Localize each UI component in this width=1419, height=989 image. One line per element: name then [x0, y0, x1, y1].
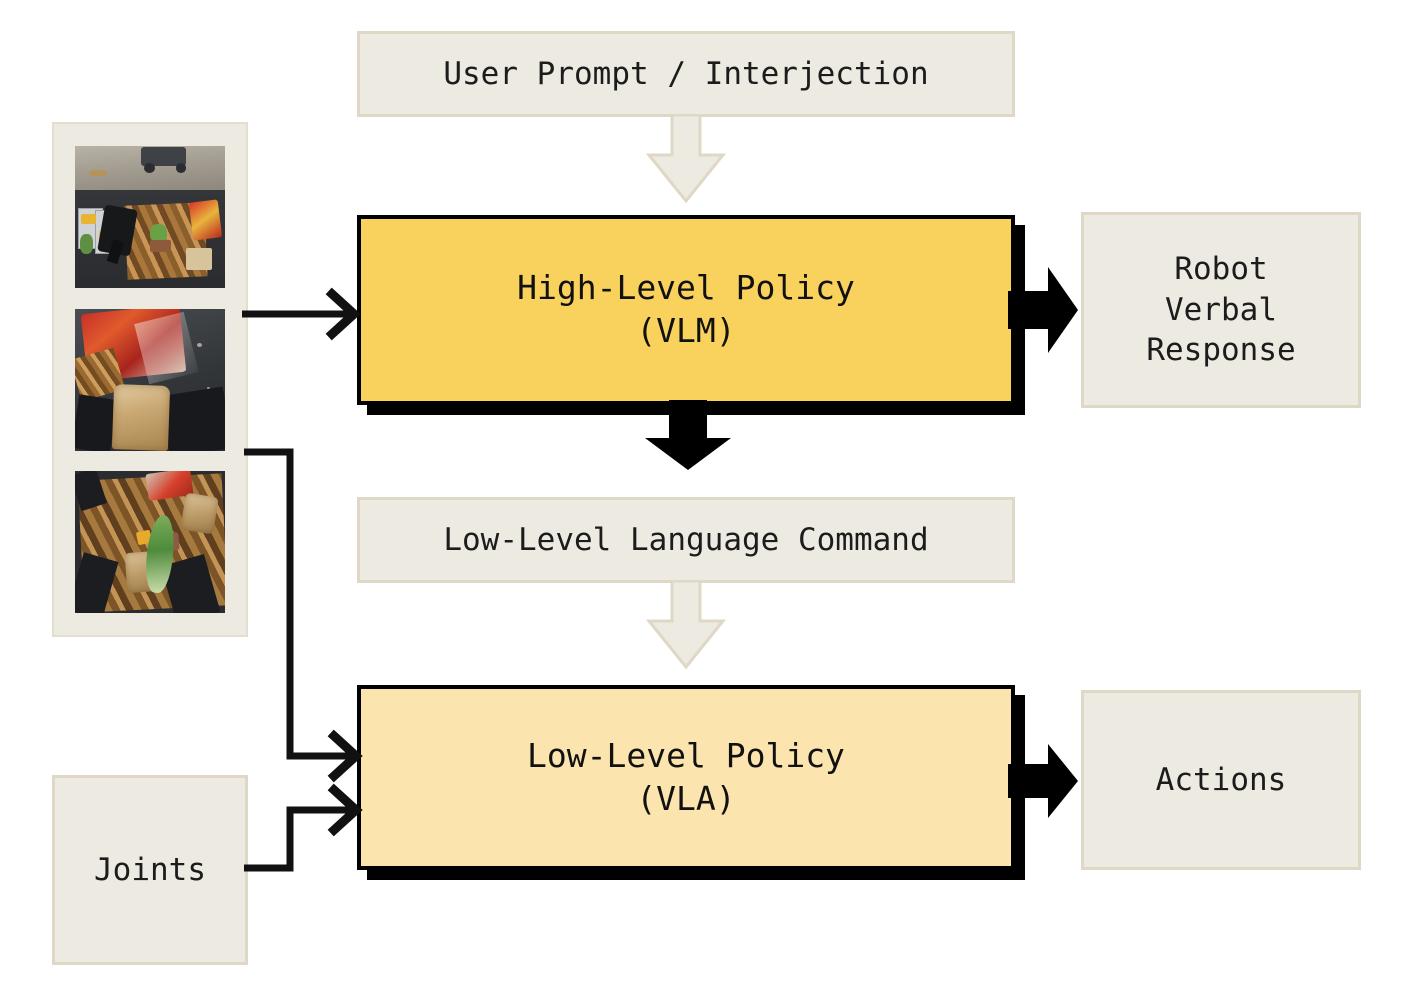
cart-wheel-right [175, 163, 186, 173]
camera-observation-strip [52, 122, 248, 637]
actions-label: Actions [1155, 761, 1287, 798]
actions-output-box: Actions [1081, 690, 1361, 870]
high-level-to-verbal-response-arrow [1008, 267, 1078, 353]
lettuce-piece [79, 234, 93, 254]
observations-to-high-level-connector [242, 287, 361, 341]
lettuce-on-board [150, 224, 167, 243]
chip-bag [188, 199, 222, 242]
low-level-to-actions-arrow [1008, 744, 1078, 818]
camera-frame-1 [75, 146, 225, 288]
low-level-policy-box: Low-Level Policy(VLA) [357, 685, 1015, 870]
crumb-3 [196, 342, 202, 347]
bread-slice-top [180, 492, 219, 535]
observations-to-low-level-connector [244, 448, 363, 783]
cart-wheel-left [144, 163, 155, 173]
joints-label: Joints [94, 851, 206, 888]
bread-slice [186, 248, 212, 270]
floor-marking [88, 170, 107, 176]
low-level-policy-label: Low-Level Policy(VLA) [527, 735, 845, 818]
joints-input-box: Joints [52, 775, 248, 965]
cart-object [141, 147, 186, 166]
high-level-policy-box: High-Level Policy(VLM) [357, 215, 1015, 405]
camera-frame-3 [75, 471, 225, 613]
gripper-shadow-right [160, 386, 225, 451]
cheese-slice [81, 214, 96, 225]
user-prompt-label: User Prompt / Interjection [443, 55, 929, 92]
low-level-command-label: Low-Level Language Command [443, 521, 929, 558]
robot-verbal-response-label: Robot Verbal Response [1146, 250, 1296, 369]
prompt-to-high-level-arrow [645, 115, 727, 204]
high-level-to-command-arrow [645, 400, 731, 470]
low-level-command-box: Low-Level Language Command [357, 497, 1015, 583]
robot-verbal-response-box: Robot Verbal Response [1081, 212, 1361, 408]
high-level-policy-label: High-Level Policy(VLM) [517, 268, 855, 350]
meat-slice [150, 239, 171, 253]
joints-to-low-level-connector [244, 783, 363, 872]
user-prompt-box: User Prompt / Interjection [357, 31, 1015, 117]
bread-slice [111, 384, 170, 451]
command-to-low-level-arrow [645, 581, 727, 670]
camera-frame-2 [75, 308, 225, 451]
